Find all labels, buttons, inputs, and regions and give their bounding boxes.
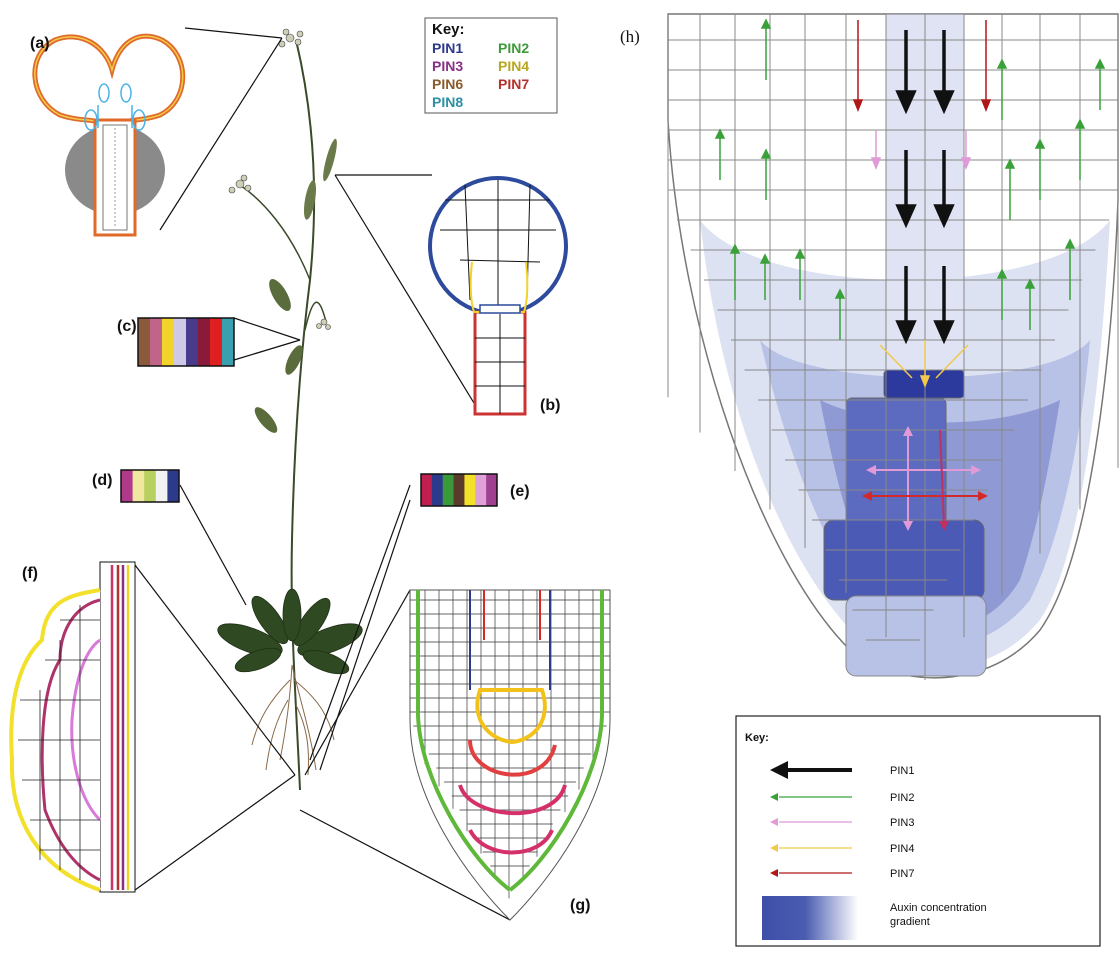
key-left-item-pin6: PIN6 bbox=[432, 76, 463, 92]
key-right-item-pin1: PIN1 bbox=[890, 765, 914, 777]
panel-label-g: (g) bbox=[570, 897, 590, 914]
key-right-item-pin3: PIN3 bbox=[890, 817, 914, 829]
panel-label-d: (d) bbox=[92, 472, 112, 489]
key-left-title: Key: bbox=[432, 21, 465, 38]
key-right-title: Key: bbox=[745, 732, 769, 744]
key-left-item-pin8: PIN8 bbox=[432, 94, 463, 110]
gradient-label-line2: gradient bbox=[890, 916, 930, 928]
gradient-label-line1: Auxin concentration bbox=[890, 902, 987, 914]
color-strip-d: (d) bbox=[92, 470, 180, 502]
plant-illustration bbox=[214, 29, 366, 790]
panel-label-b: (b) bbox=[540, 397, 560, 414]
panel-label-a: (a) bbox=[30, 35, 50, 52]
key-right-item-pin7: PIN7 bbox=[890, 868, 914, 880]
key-left-item-pin7: PIN7 bbox=[498, 76, 529, 92]
key-right-item-pin4: PIN4 bbox=[890, 843, 914, 855]
lateral-root-diagram: (f) bbox=[11, 562, 135, 892]
key-left-item-pin1: PIN1 bbox=[432, 40, 463, 56]
root-tip-large-diagram: (h) bbox=[620, 14, 1118, 680]
embryo-diagram: (b) bbox=[430, 178, 566, 414]
panel-label-c: (c) bbox=[117, 318, 137, 335]
auxin-gradient-swatch bbox=[762, 896, 858, 940]
key-left-item-pin2: PIN2 bbox=[498, 40, 529, 56]
color-strip-c: (c) bbox=[117, 318, 235, 366]
color-strip-e: (e) bbox=[421, 474, 530, 506]
panel-label-f: (f) bbox=[22, 565, 38, 582]
key-left-item-pin4: PIN4 bbox=[498, 58, 529, 74]
panel-label-e: (e) bbox=[510, 483, 530, 500]
key-left-item-pin3: PIN3 bbox=[432, 58, 463, 74]
panel-label-h: (h) bbox=[620, 27, 640, 46]
flower-diagram: (a) bbox=[30, 35, 183, 235]
root-tip-diagram: (g) bbox=[410, 590, 610, 920]
key-right-item-pin2: PIN2 bbox=[890, 792, 914, 804]
